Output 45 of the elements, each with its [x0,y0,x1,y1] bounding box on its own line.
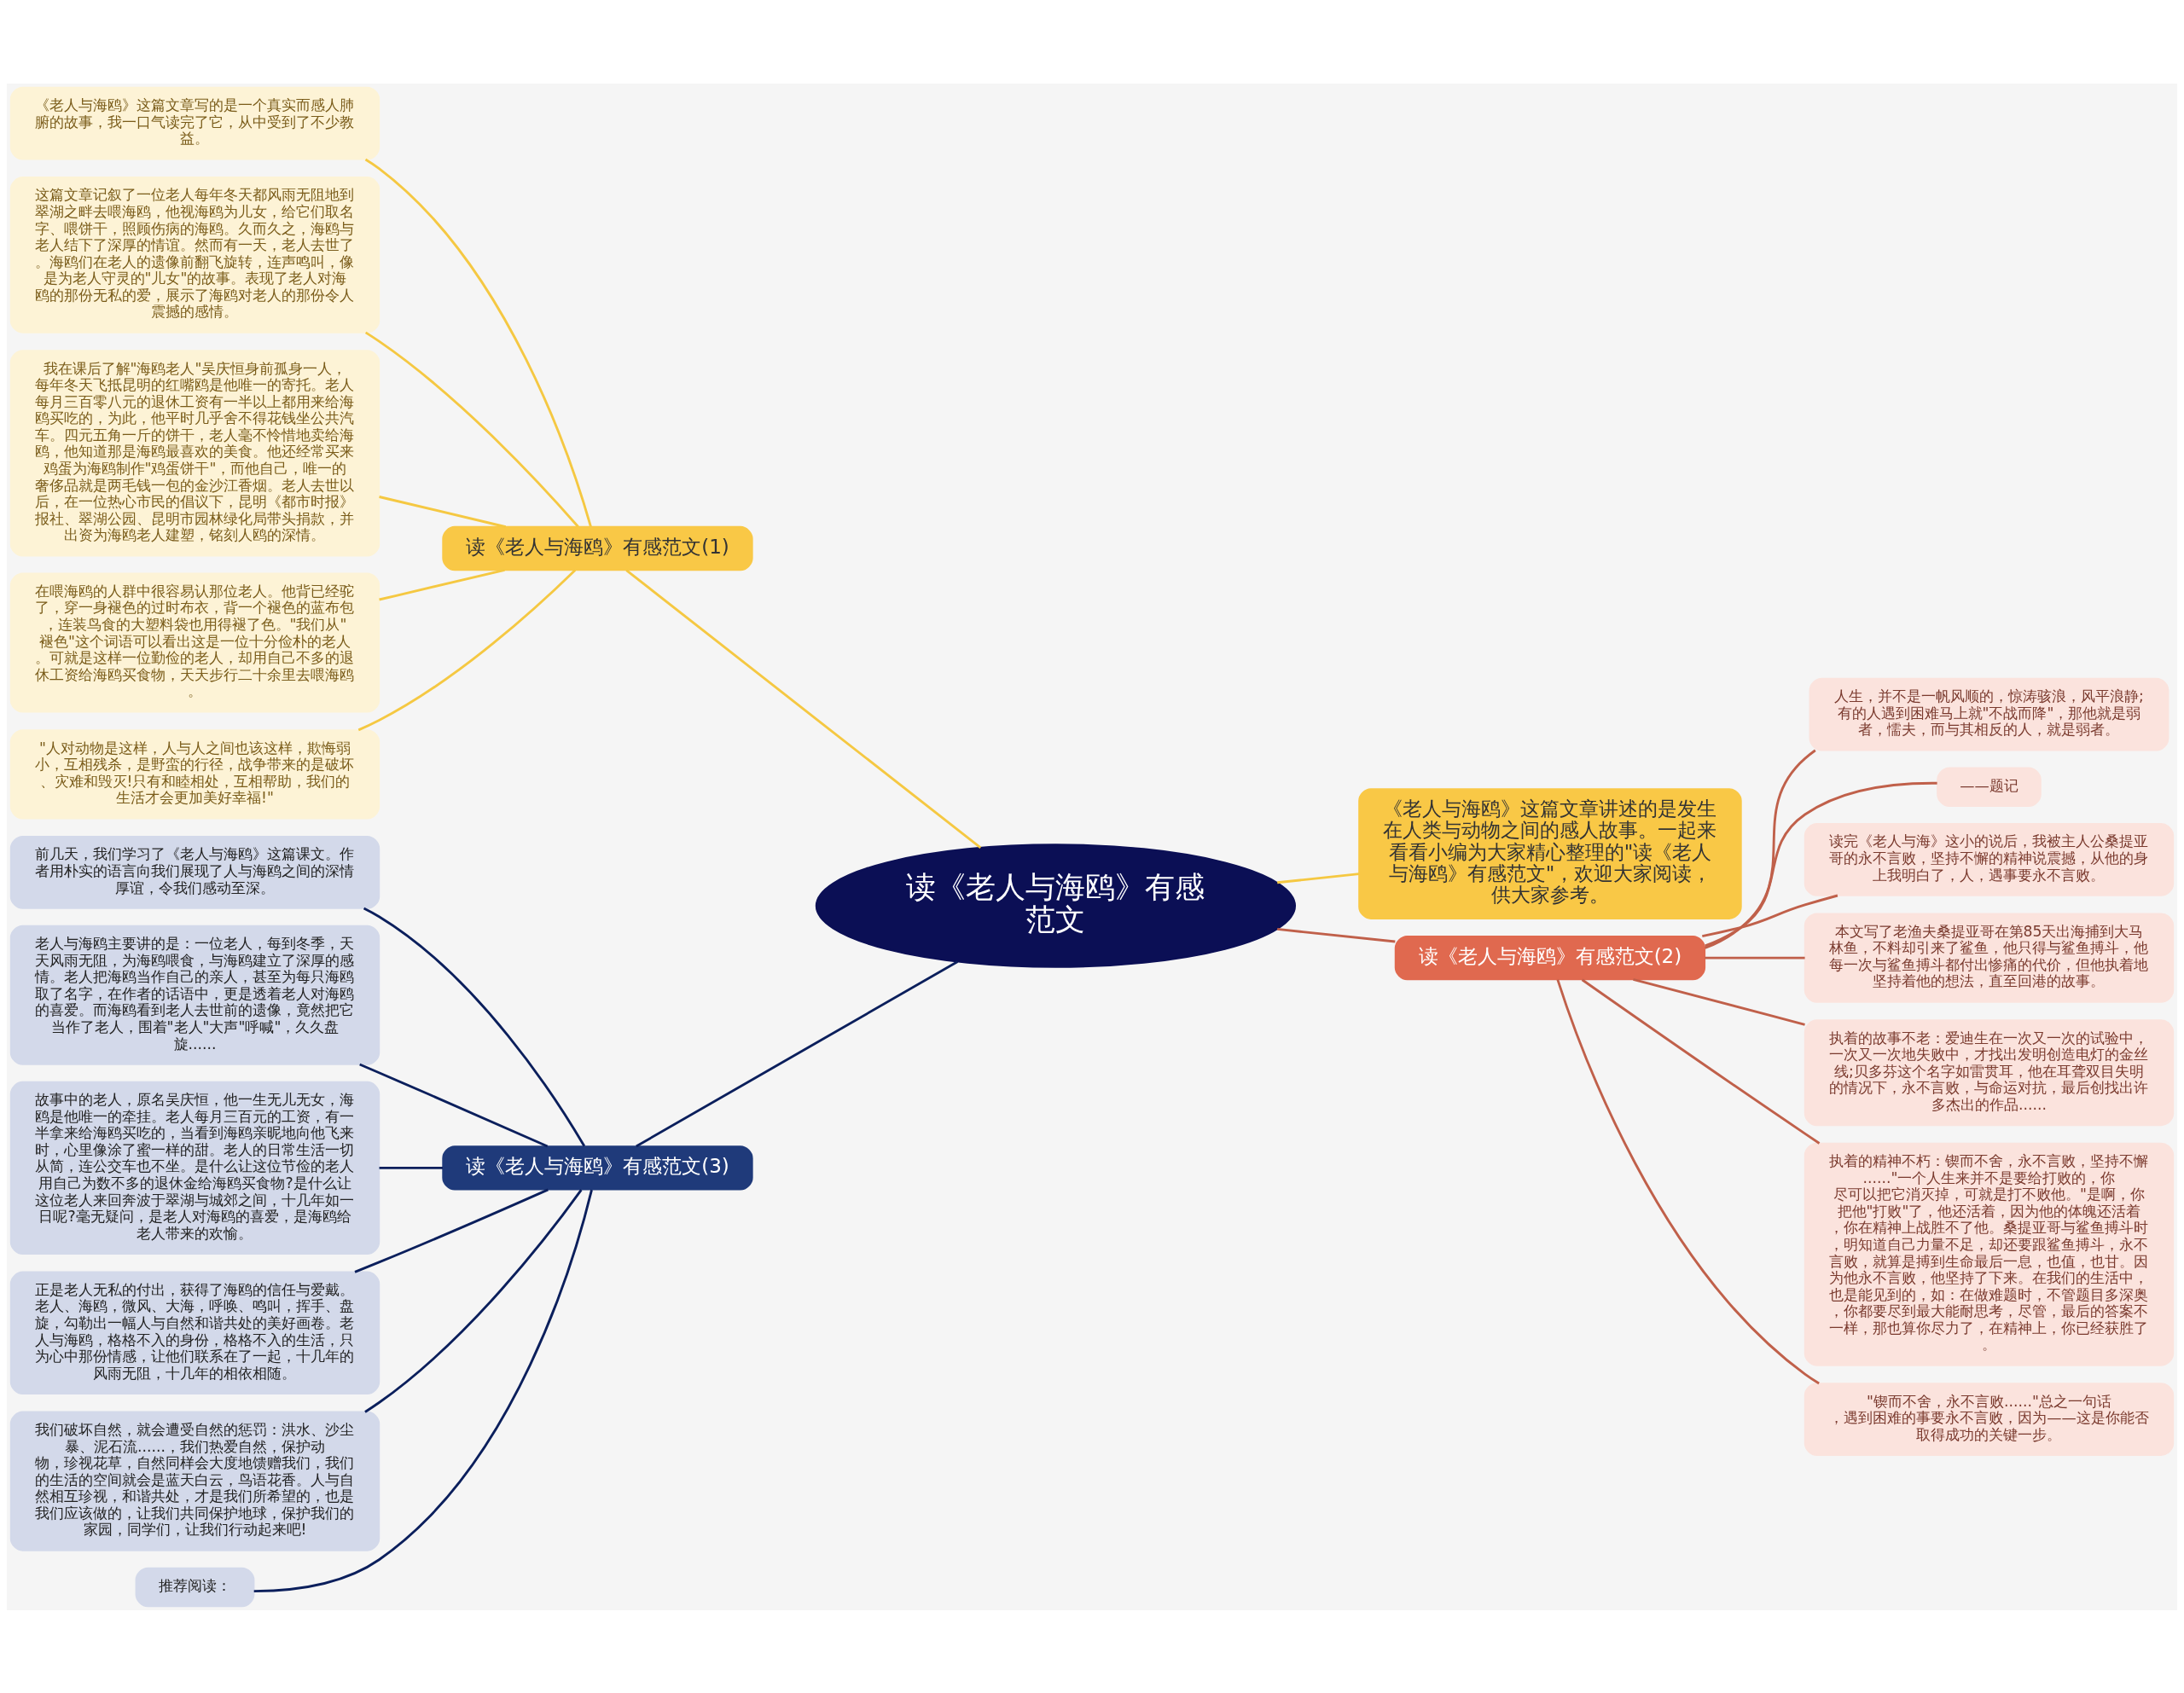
connector [364,1188,583,1413]
connector [636,960,959,1147]
node-box: 我们破坏自然，就会遭受自然的惩罚：洪水、沙尘暴、泥石流......，我们热爱自然，保护动物，珍视花草，自然同样会大度地馈赠我们，我们的生活的空间就会是蓝天白云，鸟语花香。人与自然相互珍视，和谐共处，才是我们所希望的，也是我们应该做的，让我们共同保护地球，保护我们的家园，同学们，让我们行动起来吧! [9,1411,380,1551]
connector [357,568,577,731]
node-box: 正是老人无私的付出，获得了海鸥的信任与爱戴。老人、海鸥，微风、大海，呼唤、鸣叫，挥手、盘旋，勾勒出一幅人与自然和谐共处的美好画卷。老人与海鸥，格格不入的身份，格格不入的生活，只为心中那份情感，让他们联系在了一起，十几年的风雨无阻，十几年的相依相随。 [9,1271,380,1394]
node-box: "人对动物是这样，人与人之间也该这样，欺悔弱小，互相残杀，是野蛮的行径，战争带来的是破坏、灾难和毁灭!只有和睦相处，互相帮助，我们的生活才会更加美好幸福!" [9,728,380,819]
connector [1277,872,1360,884]
connector [625,569,982,849]
node-box: 读完《老人与海》这小的说后，我被主人公桑提亚哥的永不言败，坚持不懈的精神说震撼，从他的身上我明白了，人，遇事要永不言败。 [1804,822,2175,896]
connector [379,568,505,600]
connector [1633,977,1805,1026]
node-box: 《老人与海鸥》这篇文章讲述的是发生在人类与动物之间的感人故事。一起来看看小编为大家精心整理的"读《老人与海鸥》有感范文"，欢迎大家阅读，供大家参考。 [1358,787,1742,919]
node-box: 在喂海鸥的人群中很容易认那位老人。他背已经驼了，穿一身褪色的过时布衣，背一个褪色的蓝布包，连装鸟食的大塑料袋也用得褪了色。"我们从"褪色"这个词语可以看出这是一位十分俭朴的老人。可就是这样一位勤俭的老人，却用自己不多的退休工资给海鸥买食物，天天步行二十余里去喂海鸥。 [9,572,380,713]
connector [379,1166,443,1169]
node-box: 读《老人与海鸥》有感范文(1) [442,525,753,571]
connector [1705,956,1805,959]
node-box: 这篇文章记叙了一位老人每年冬天都风雨无阻地到翠湖之畔去喂海鸥，他视海鸥为儿女，给它们取名字、喂饼干，照顾伤病的海鸥。久而久之，海鸥与老人结下了深厚的情谊。然而有一天，老人去世了。海鸥们在老人的遗像前翻飞旋转，连声鸣叫，像是为老人守灵的"儿女"的故事。表现了老人对海鸥的那份无私的爱，展示了海鸥对老人的那份令人震撼的感情。 [9,176,380,333]
node-box: 老人与海鸥主要讲的是：一位老人，每到冬季，天天风雨无阻，为海鸥喂食，与海鸥建立了深厚的感情。老人把海鸥当作自己的亲人，甚至为每只海鸥取了名字，在作者的话语中，更是透着老人对海鸥的喜爱。而海鸥看到老人去世前的遗像，竟然把它当作了老人，围着"老人"大声"呼喊"，久久盘旋...... [9,925,380,1065]
connector [364,331,579,527]
connector [253,1189,593,1592]
node-box: 推荐阅读： [135,1567,255,1607]
connector [379,495,507,528]
connector [364,158,592,527]
node-box: 故事中的老人，原名吴庆恒，他一生无儿无女，海鸥是他唯一的牵挂。老人每月三百元的工资，有一半拿来给海鸥买吃的，当看到海鸥亲昵地向他飞来时，心里像涂了蜜一样的甜。老人的日常生活一切从简，连公交车也不坐。是什么让这位节俭的老人用自己为数不多的退休金给海鸥买食物?是什么让这位老人来回奔波于翠湖与城郊之间，十几年如一日呢?毫无疑问，是老人对海鸥的喜爱，是海鸥给老人带来的欢愉。 [9,1081,380,1255]
node-box: 我在课后了解"海鸥老人"吴庆恒身前孤身一人，每年冬天飞抵昆明的红嘴鸥是他唯一的寄托。老人每月三百零八元的退休工资有一半以上都用来给海鸥买吃的，为此，他平时几乎舍不得花钱坐公共汽车。四元五角一斤的饼干，老人毫不怜惜地卖给海鸥，他知道那是海鸥最喜欢的美食。他还经常买来鸡蛋为海鸥制作"鸡蛋饼干"，而他自己，唯一的奢侈品就是两毛钱一包的金沙江香烟。老人去世以后，在一位热心市民的倡议下，昆明《都市时报》报社、翠湖公园、昆明市园林绿化局带头捐款，并出资为海鸥老人建塑，铭刻人鸥的深情。 [9,349,380,557]
node-box: ——题记 [1937,766,2042,807]
node-box: 前几天，我们学习了《老人与海鸥》这篇课文。作者用朴实的语言向我们展现了人与海鸥之间的深情厚谊，令我们感动至深。 [9,835,380,909]
connector [1581,978,1821,1145]
node-box: 读《老人与海鸥》有感范文(2) [1394,935,1706,980]
node-box: 读《老人与海鸥》有感范文(3) [442,1145,753,1191]
connector [1556,978,1820,1384]
connector [1705,781,1937,947]
node-ellipse: 读《老人与海鸥》有感范文 [815,843,1297,968]
node-box: 《老人与海鸥》这篇文章写的是一个真实而感人肺腑的故事，我一口气读完了它，从中受到了不少教益。 [9,86,380,159]
node-box: 本文写了老渔夫桑提亚哥在第85天出海捕到大马林鱼，不料却引来了鲨鱼，他只得与鲨鱼搏斗，他每一次与鲨鱼搏斗都付出惨痛的代价，但他执着地坚持着他的想法，直至回港的故事。 [1804,912,2175,1003]
connector [359,1063,549,1147]
node-box: "锲而不舍，永不言败......"总之一句话，遇到困难的事要永不言败，因为——这是你能否取得成功的关键一步。 [1804,1382,2175,1456]
connector [354,1188,549,1273]
connector [1705,749,1816,949]
connector [363,907,586,1147]
connector [1277,927,1396,942]
node-box: 人生，并不是一帆风顺的，惊涛骇浪，风平浪静;有的人遇到困难马上就"不战而降"，那他就是弱者，懦夫，而与其相反的人，就是弱者。 [1809,677,2169,751]
node-box: 执着的精神不朽：锲而不舍，永不言败，坚持不懈......"一个人生来并不是要给打败的，你尽可以把它消灭掉，可就是打不败他。"是啊，你把他"打败"了，他还活着，因为他的体魄还活着，你在精神上战胜不了他。桑提亚哥与鲨鱼搏斗时，明知道自己力量不足，却还要跟鲨鱼搏斗，永不言败，就算是搏到生命最后一息，也值，也甘。因为他永不言败，他坚持了下来。在我们的生活中，也是能见到的，如：在做难题时，不管题目多深奥，你都要尽到最大能耐思考，尽管，最后的答案不一样，那也算你尽力了，在精神上，你已经获胜了。 [1804,1142,2175,1366]
node-box: 执着的故事不老：爱迪生在一次又一次的试验中，一次又一次地失败中，才找出发明创造电灯的金丝线;贝多芬这个名字如雷贯耳，他在耳聋双目失明的情况下，永不言败，与命运对抗，最后创找出许多杰出的作品...... [1804,1018,2175,1126]
connector [1702,894,1838,937]
